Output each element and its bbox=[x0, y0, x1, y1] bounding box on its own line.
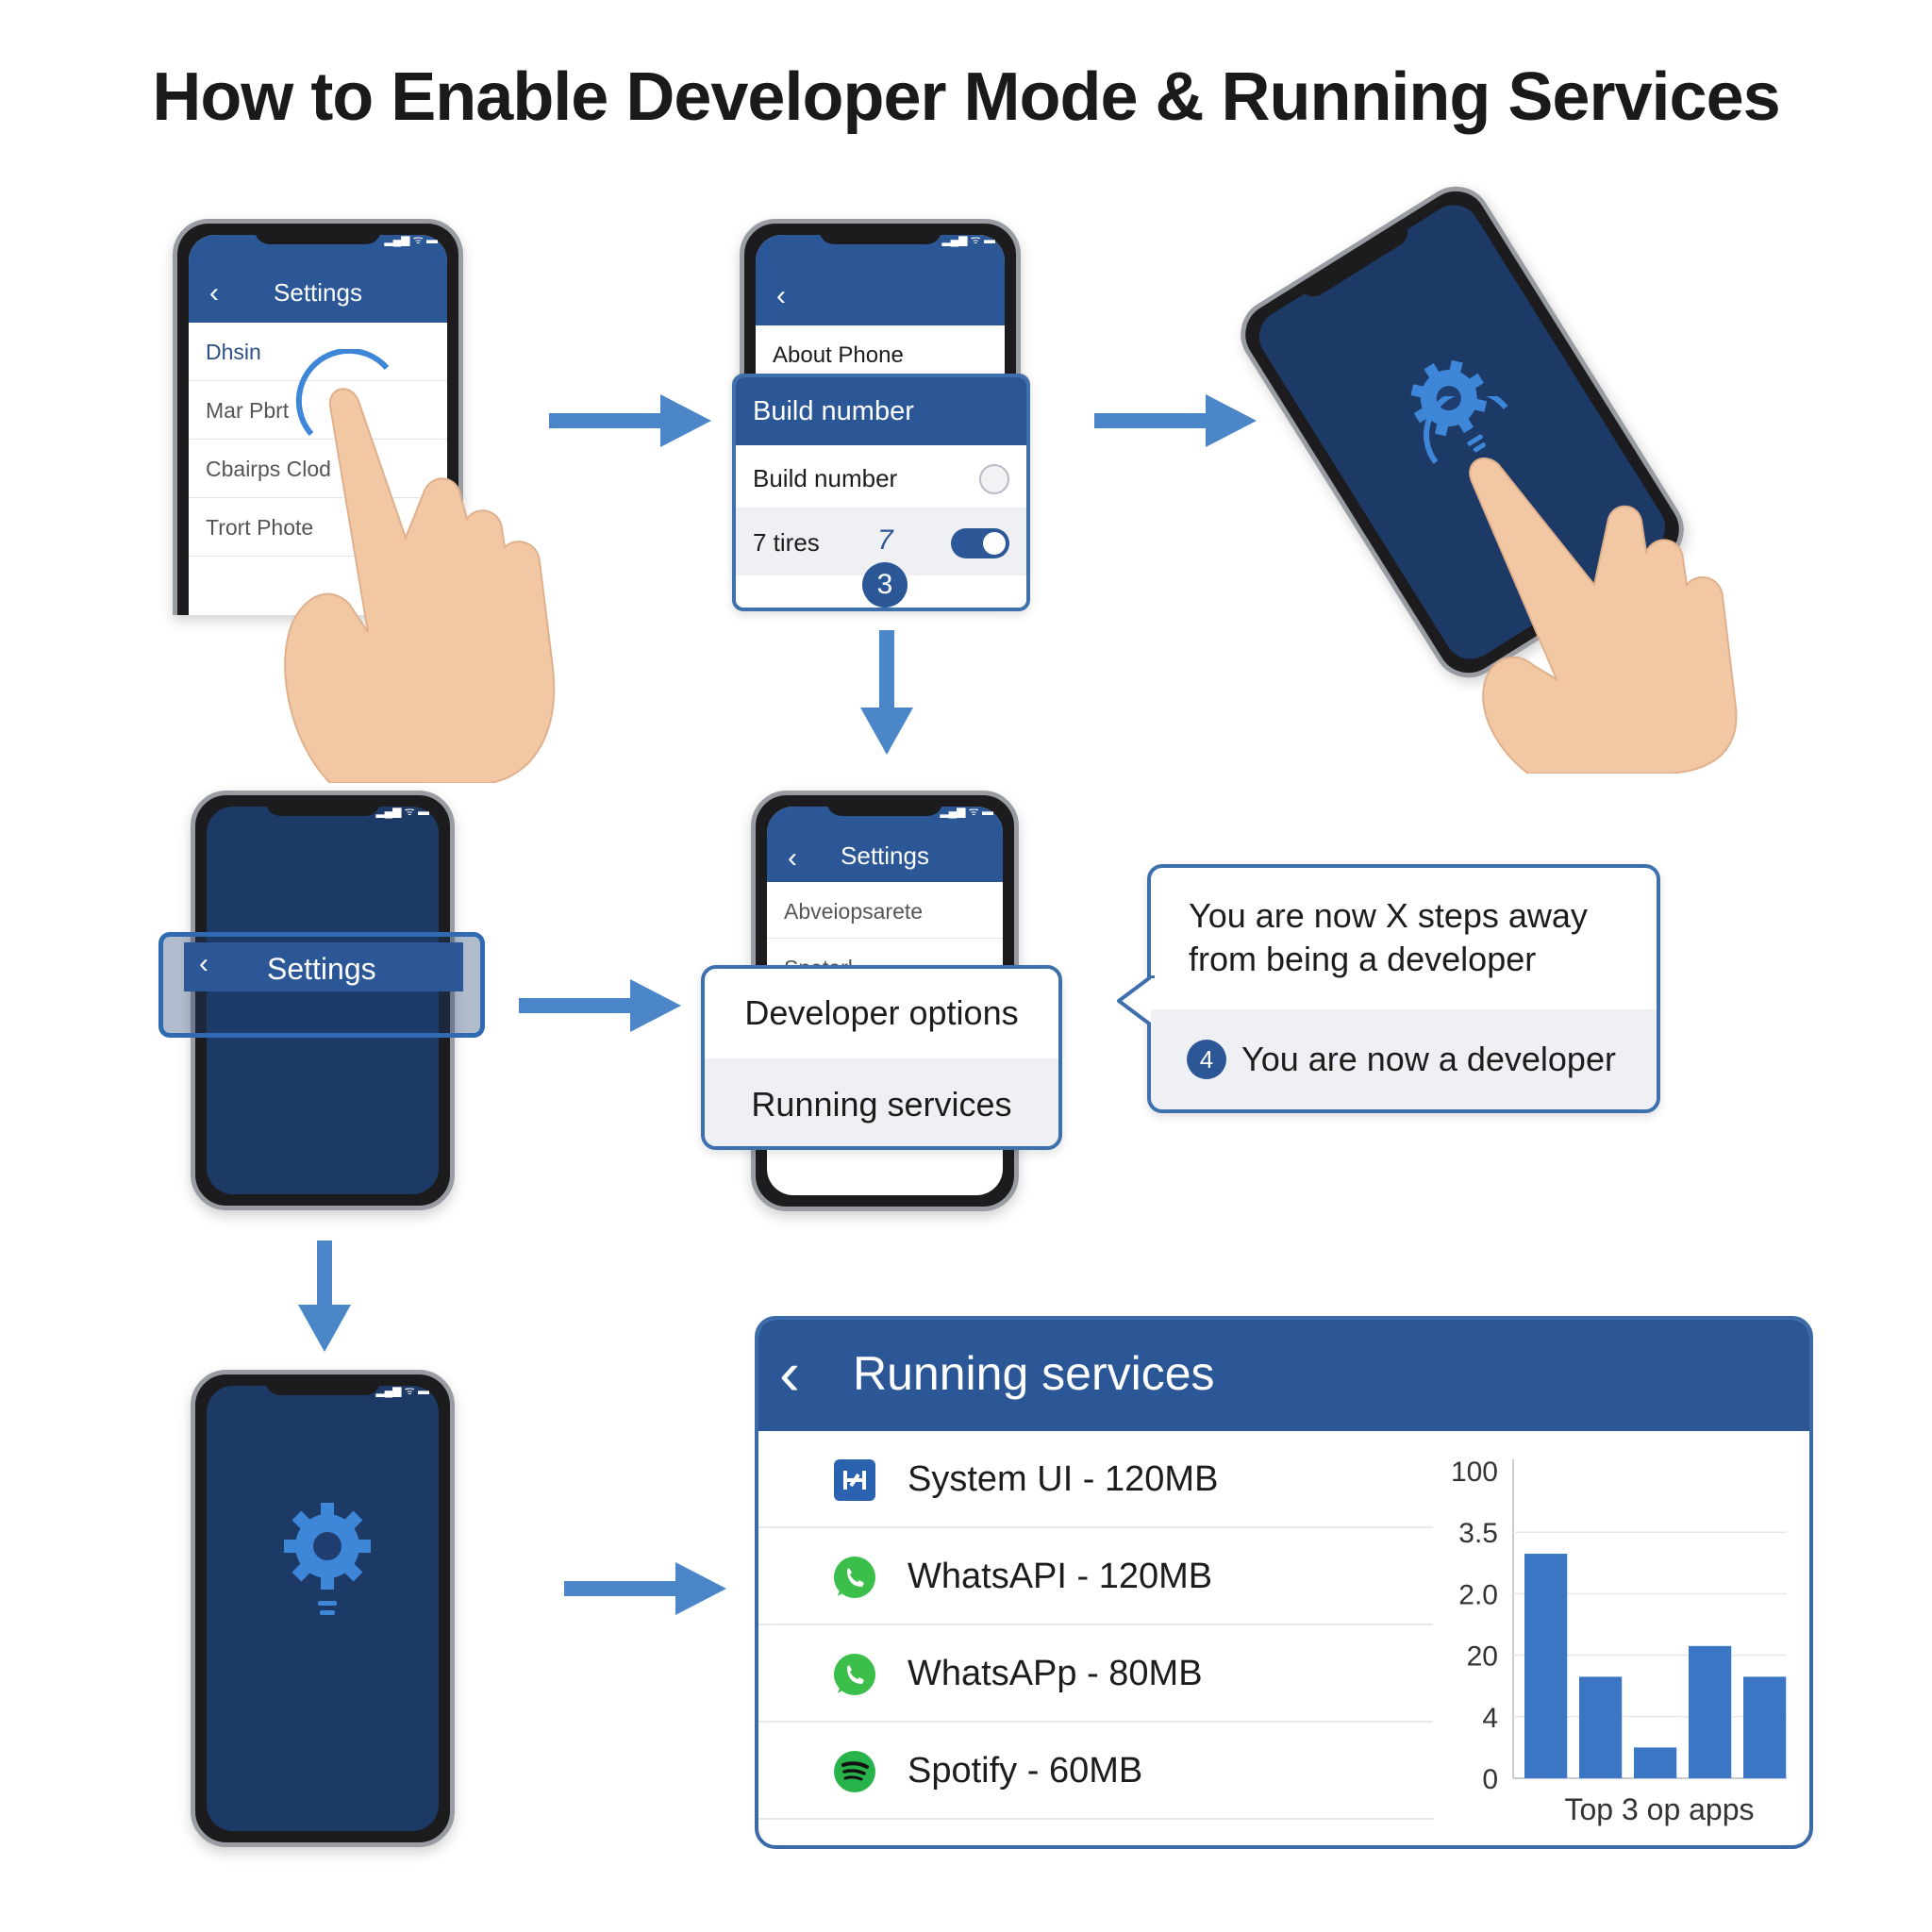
list-item-label: Cbairps Clod bbox=[206, 457, 331, 481]
bubble-footer: 4 You are now a developer bbox=[1151, 1009, 1657, 1109]
running-services-item[interactable]: Running services bbox=[705, 1058, 1058, 1146]
bubble-line-2: from being a developer bbox=[1189, 940, 1537, 978]
status-bar: ▂▄▆ ᯤ ▬ bbox=[375, 1384, 429, 1397]
running-services-header: ‹ Running services bbox=[758, 1320, 1809, 1431]
list-item[interactable]: Cbairps Clod bbox=[189, 440, 447, 498]
list-item-label: Mar Pbrt bbox=[206, 398, 290, 423]
service-label: Spotify - 60MB bbox=[908, 1751, 1143, 1790]
phone-notch bbox=[265, 1374, 380, 1395]
service-label: WhatsAPI - 120MB bbox=[908, 1557, 1213, 1596]
arrow-right-icon bbox=[564, 1562, 726, 1615]
toggle-knob bbox=[983, 532, 1006, 555]
settings-bar-title: Settings bbox=[267, 952, 376, 986]
phone-notch bbox=[254, 224, 382, 244]
back-chevron-icon[interactable]: ‹ bbox=[199, 948, 208, 979]
radio-button[interactable] bbox=[979, 464, 1009, 494]
build-number-row[interactable]: Build number bbox=[736, 445, 1026, 508]
y-tick-label: 20 bbox=[1467, 1641, 1498, 1673]
phone-notch bbox=[265, 795, 380, 816]
settings-bar: ‹ Settings bbox=[184, 942, 463, 991]
list-item[interactable]: Mar Pbrt bbox=[189, 381, 447, 440]
developer-options-label: Developer options bbox=[744, 993, 1019, 1032]
hand-tap-icon bbox=[1424, 396, 1738, 774]
build-number-label: Build number bbox=[753, 464, 898, 492]
arrow-right-icon bbox=[519, 979, 681, 1032]
y-tick-label: 100 bbox=[1451, 1457, 1498, 1488]
arrow-down-icon bbox=[860, 630, 913, 755]
bubble-line-1: You are now X steps away bbox=[1189, 896, 1588, 935]
step-badge: 4 bbox=[1187, 1040, 1226, 1079]
chart-bar bbox=[1524, 1554, 1568, 1778]
spotify-icon bbox=[834, 1751, 875, 1792]
settings-appbar: ‹ Settings bbox=[767, 807, 1003, 882]
settings-title: Settings bbox=[841, 841, 929, 870]
chart-bar bbox=[1689, 1645, 1732, 1778]
tap-count-label: 7 tires bbox=[753, 528, 820, 557]
back-chevron-icon[interactable]: ‹ bbox=[209, 277, 219, 308]
developer-options-item[interactable]: Developer options bbox=[705, 969, 1058, 1058]
arrow-right-icon bbox=[549, 394, 711, 447]
service-label: System UI - 120MB bbox=[908, 1459, 1219, 1499]
list-item-label: Dhsin bbox=[206, 340, 261, 364]
step-badge: 3 bbox=[862, 562, 908, 608]
back-chevron-icon[interactable]: ‹ bbox=[776, 280, 786, 311]
whatsapp-icon bbox=[834, 1654, 875, 1695]
bubble-pointer bbox=[1117, 975, 1155, 1026]
page-title: How to Enable Developer Mode & Running S… bbox=[152, 59, 1780, 135]
list-item[interactable]: WhatsAPI - 120MB bbox=[758, 1528, 1433, 1625]
y-tick-label: 3.5 bbox=[1458, 1518, 1498, 1549]
bubble-line-3: You are now a developer bbox=[1241, 1040, 1616, 1078]
developer-message-bubble: You are now X steps away from being a de… bbox=[1117, 864, 1660, 1113]
phone-notch bbox=[819, 224, 941, 244]
back-chevron-icon[interactable]: ‹ bbox=[779, 1338, 800, 1407]
list-item-label: Trort Phote bbox=[206, 515, 314, 540]
settings-appbar: ‹ Settings bbox=[189, 235, 447, 323]
list-item[interactable]: Trort Phote bbox=[189, 498, 447, 557]
build-popup-title: Build number bbox=[753, 396, 914, 426]
x-axis-label: Top 3 op apps bbox=[1564, 1792, 1754, 1826]
settings-title: Settings bbox=[274, 278, 362, 307]
list-item[interactable]: Dhsin bbox=[189, 323, 447, 381]
status-bar: ▂▄▆ ᯤ ▬ bbox=[940, 805, 993, 818]
build-popup-header: Build number bbox=[736, 377, 1026, 445]
chart-bar bbox=[1743, 1676, 1787, 1778]
chart-bar bbox=[1634, 1747, 1677, 1778]
y-tick-label: 0 bbox=[1482, 1764, 1498, 1795]
service-label: WhatsAPp - 80MB bbox=[908, 1654, 1203, 1693]
about-phone-label: About Phone bbox=[773, 342, 904, 368]
gear-icon bbox=[284, 1503, 371, 1615]
phone-settings-highlight: ▂▄▆ ᯤ ▬ bbox=[191, 791, 455, 1210]
toggle-switch[interactable] bbox=[951, 528, 1009, 558]
running-services-label: Running services bbox=[751, 1085, 1012, 1124]
status-bar: ▂▄▆ ᯤ ▬ bbox=[941, 233, 995, 246]
phone-gear: ▂▄▆ ᯤ ▬ bbox=[191, 1370, 455, 1847]
build-number-popup: Build number Build number 7 tires 7 3 bbox=[732, 374, 1030, 611]
running-services-panel: ‹ Running services System UI - 120MB Wha… bbox=[755, 1316, 1813, 1849]
phone-notch bbox=[826, 795, 943, 816]
y-tick-label: 4 bbox=[1482, 1703, 1498, 1734]
system-ui-icon bbox=[834, 1459, 875, 1501]
settings-highlight-box[interactable]: ‹ Settings bbox=[158, 932, 485, 1038]
list-item[interactable]: Abveiopsarete bbox=[767, 882, 1003, 939]
running-services-title: Running services bbox=[853, 1347, 1215, 1400]
list-item-label: Abveiopsarete bbox=[784, 899, 924, 924]
about-appbar: ‹ bbox=[756, 235, 1005, 325]
developer-options-popup: Developer options Running services bbox=[701, 965, 1062, 1150]
status-bar: ▂▄▆ ᯤ ▬ bbox=[384, 233, 438, 246]
list-item[interactable]: System UI - 120MB bbox=[758, 1431, 1433, 1528]
tap-count-mark: 7 bbox=[877, 525, 893, 556]
list-item[interactable]: Spotify - 60MB bbox=[758, 1723, 1433, 1820]
arrow-down-icon bbox=[298, 1241, 351, 1352]
list-item[interactable]: WhatsAPp - 80MB bbox=[758, 1625, 1433, 1723]
y-tick-label: 2.0 bbox=[1458, 1579, 1498, 1610]
chart-bar bbox=[1579, 1676, 1623, 1778]
whatsapp-icon bbox=[834, 1557, 875, 1598]
arrow-right-icon bbox=[1094, 394, 1257, 447]
back-chevron-icon[interactable]: ‹ bbox=[788, 842, 797, 874]
status-bar: ▂▄▆ ᯤ ▬ bbox=[375, 805, 429, 818]
hand-tap-icon bbox=[284, 349, 556, 783]
